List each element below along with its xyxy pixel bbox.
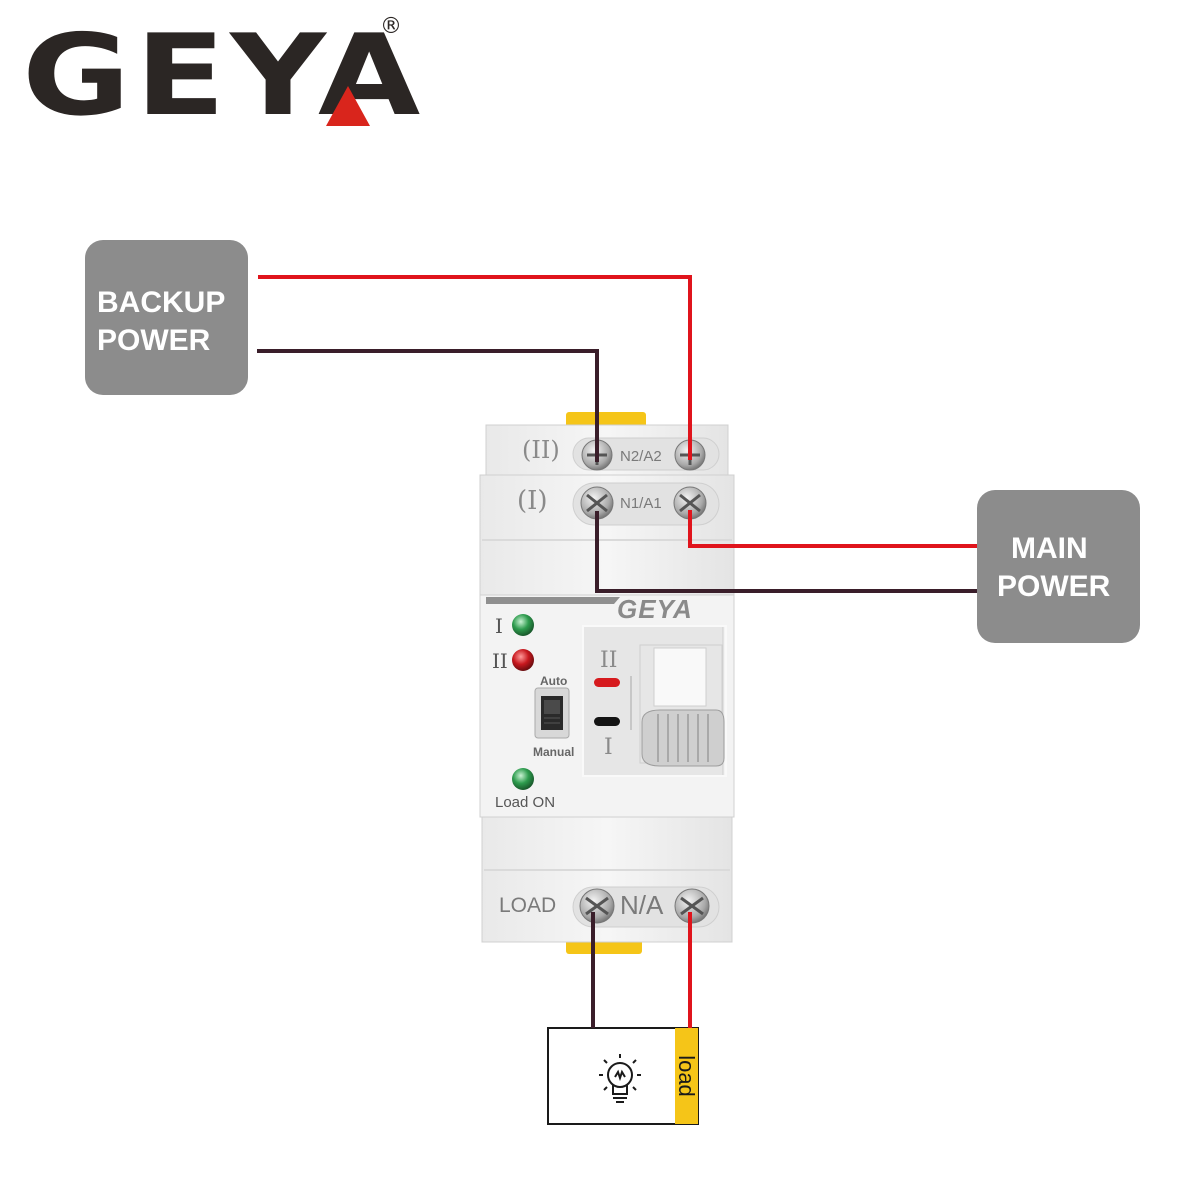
source2-terminal-label: N2/A2 — [620, 448, 662, 465]
logo-red-triangle — [326, 86, 370, 126]
position-marker-red — [594, 678, 620, 687]
load-label-strip — [675, 1028, 698, 1124]
backup-live-wire — [258, 275, 692, 460]
indicator-label-source1: I — [495, 614, 503, 638]
device-geya-logo: GEYA — [617, 594, 693, 624]
transfer-handle[interactable] — [641, 709, 725, 767]
handle-label-position2: II — [600, 648, 618, 673]
indicator-led-source1 — [512, 614, 534, 636]
screw-terminal-a1 — [673, 486, 707, 520]
source1-symbol: (I) — [517, 486, 548, 516]
backup-neutral-wire — [257, 349, 599, 462]
screw-terminal-n1 — [580, 486, 614, 520]
indicator-label-source2: II — [492, 649, 508, 673]
backup-power-box: BACKUP POWER — [85, 240, 248, 395]
main-power-label-line1: MAIN — [1011, 532, 1088, 565]
load-terminal-label: LOAD — [499, 894, 557, 917]
light-bulb-icon — [599, 1054, 641, 1103]
main-power-label-line2: POWER — [997, 570, 1111, 603]
screw-terminal-load-a — [674, 888, 710, 924]
load-box — [547, 1027, 699, 1125]
handle-label-position1: I — [604, 735, 613, 760]
source2-symbol: (II) — [522, 436, 560, 464]
main-neutral-wire — [595, 511, 977, 593]
position-marker-dark — [594, 717, 620, 726]
indicator-led-source2 — [512, 649, 534, 671]
indicator-label-load-on: Load ON — [495, 794, 556, 811]
main-live-wire — [688, 510, 977, 548]
screw-terminal-load-n — [579, 888, 615, 924]
load-terminal-na-label: N/A — [620, 890, 664, 920]
main-power-box: MAIN POWER — [977, 490, 1140, 643]
indicator-led-load-on — [512, 768, 534, 790]
source1-terminal-label: N1/A1 — [620, 495, 662, 512]
mode-label-auto: Auto — [540, 674, 568, 688]
backup-power-label-line1: BACKUP — [97, 286, 226, 319]
auto-manual-switch[interactable] — [534, 687, 570, 739]
backup-power-label-line2: POWER — [97, 324, 211, 357]
load-label: load — [674, 1055, 699, 1097]
registered-mark: ® — [380, 14, 402, 39]
mode-label-manual: Manual — [533, 745, 575, 759]
